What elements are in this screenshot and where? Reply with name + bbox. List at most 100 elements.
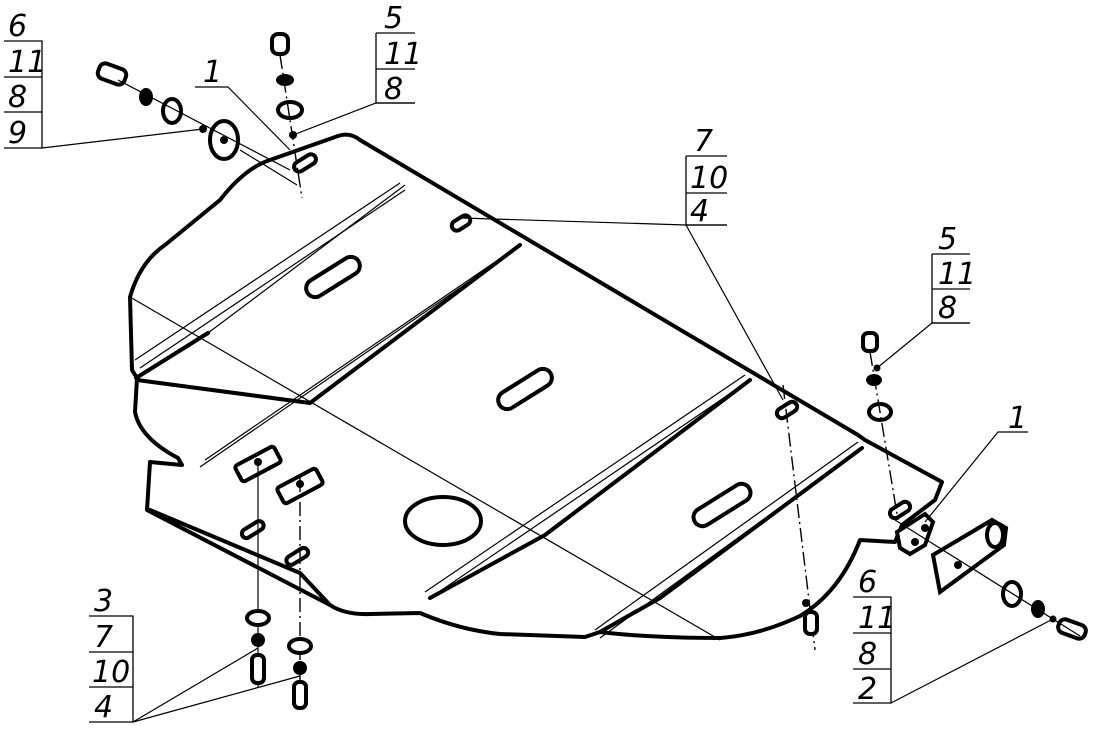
- fastener-stack-right: [861, 331, 899, 521]
- assembly-axis: [869, 351, 899, 521]
- bracket-1-right: [894, 511, 936, 557]
- callout-number: 9: [8, 116, 27, 151]
- rib-1: [207, 184, 406, 334]
- label-bracket-right: 1: [1008, 401, 1027, 436]
- callout-frame: [853, 596, 892, 704]
- callout-number: 8: [858, 637, 877, 672]
- bolt-icon: [861, 331, 879, 353]
- assembly-axis: [894, 519, 1081, 637]
- bend-line-1b: [139, 189, 406, 369]
- callout-number: 11: [384, 37, 422, 72]
- leader-lines: [41, 86, 1054, 723]
- callout-center: 7 10 4: [685, 124, 728, 229]
- leader-bracket-left: [195, 86, 291, 151]
- spring-washer-icon: [276, 74, 294, 86]
- callout-top-left: 6 11 8 9: [4, 9, 46, 151]
- washer-icon: [287, 637, 313, 655]
- slot-2: [496, 366, 554, 412]
- spacer-plate-dot: [954, 561, 962, 569]
- spacer-plate-hole: [985, 521, 1005, 549]
- bolt-icon: [803, 610, 819, 636]
- large-washer-hole: [220, 136, 228, 144]
- callout-number: 11: [858, 601, 896, 636]
- assembly-axis: [279, 54, 303, 199]
- callout-number: 7: [694, 124, 713, 159]
- leader-top-center: [292, 102, 415, 136]
- bracket-assembly-right: [894, 511, 1088, 641]
- rib-4b: [594, 441, 859, 631]
- rib-3: [429, 379, 751, 599]
- mount-slot-top-left: [292, 152, 318, 174]
- callout-number: 5: [384, 1, 403, 36]
- callout-top-center: 5 11 8: [375, 1, 422, 107]
- mount-slot-right: [774, 399, 800, 421]
- callout-number: 4: [94, 690, 113, 725]
- bend-line-4: [428, 378, 752, 600]
- mount-slot-top-center: [449, 213, 473, 233]
- callout-number: 7: [94, 620, 113, 655]
- bolt-icon: [250, 653, 266, 685]
- callout-frame: [685, 155, 727, 226]
- bend-line-2: [134, 331, 210, 380]
- assembly-axis: [782, 384, 816, 651]
- fastener-stack-bottom-left: [245, 458, 313, 712]
- rib-2: [204, 244, 521, 461]
- bracket-hole-1: [921, 524, 929, 532]
- callout-number: 11: [8, 45, 46, 80]
- leader-bracket-right: [924, 431, 1028, 523]
- slot-1: [304, 254, 362, 300]
- spring-washer-icon: [293, 661, 307, 675]
- washer-icon: [276, 100, 304, 120]
- centerline-diag: [129, 296, 721, 641]
- callout-number: 4: [690, 194, 709, 229]
- bend-line-3: [135, 243, 522, 405]
- leader-bracket-left-2: [239, 149, 298, 186]
- bracket-hole-2: [911, 538, 919, 546]
- callout-number: 3: [94, 584, 113, 619]
- callout-frame: [89, 615, 134, 723]
- plate-outline: [128, 132, 944, 640]
- washer-icon: [161, 97, 183, 125]
- nut-plate-2: [275, 466, 325, 506]
- callout-frame: [4, 40, 43, 149]
- leader-bottom-left-1: [132, 647, 259, 723]
- fastener-stack-top-center: [270, 32, 304, 199]
- fastener-vertical-center: [782, 384, 819, 651]
- slot-3: [691, 481, 753, 529]
- callout-frame: [375, 32, 415, 104]
- bolt-icon: [270, 32, 290, 56]
- front-lip: [148, 508, 332, 607]
- callout-number: 8: [384, 72, 403, 107]
- bend-line-1: [134, 182, 401, 361]
- spring-washer-icon: [251, 633, 265, 647]
- mount-slot-far-right: [887, 499, 913, 521]
- callout-number: 6: [8, 9, 27, 44]
- washer-icon: [245, 609, 271, 627]
- leader-center-2: [685, 224, 784, 401]
- callout-number: 10: [690, 161, 728, 196]
- callout-number: 6: [858, 565, 877, 600]
- leader-bottom-right: [890, 618, 1054, 704]
- assembly-axis: [117, 79, 291, 171]
- callout-number: 10: [92, 655, 130, 690]
- callout-number: 8: [8, 80, 27, 115]
- callout-bottom-right: 6 11 8 2: [853, 565, 896, 707]
- bolt-icon: [95, 61, 129, 87]
- bolt-icon: [292, 680, 308, 710]
- bend-line-5: [598, 446, 864, 634]
- leader-dot: [802, 599, 810, 607]
- skid-plate: [128, 132, 944, 641]
- mount-slot-lip-1: [239, 519, 266, 541]
- callout-right: 5 11 8: [931, 222, 976, 326]
- bolt-icon: [1056, 617, 1088, 641]
- callout-number: 5: [938, 222, 957, 257]
- callout-number: 8: [938, 291, 957, 326]
- callout-frame: [931, 253, 970, 324]
- nut-plate-1: [233, 444, 283, 484]
- mount-slot-lip-2: [284, 545, 311, 567]
- leader-bottom-left-2: [132, 675, 301, 723]
- round-access-hole: [403, 495, 483, 547]
- leader-top-left: [41, 128, 204, 149]
- label-bracket-left: 1: [203, 55, 222, 90]
